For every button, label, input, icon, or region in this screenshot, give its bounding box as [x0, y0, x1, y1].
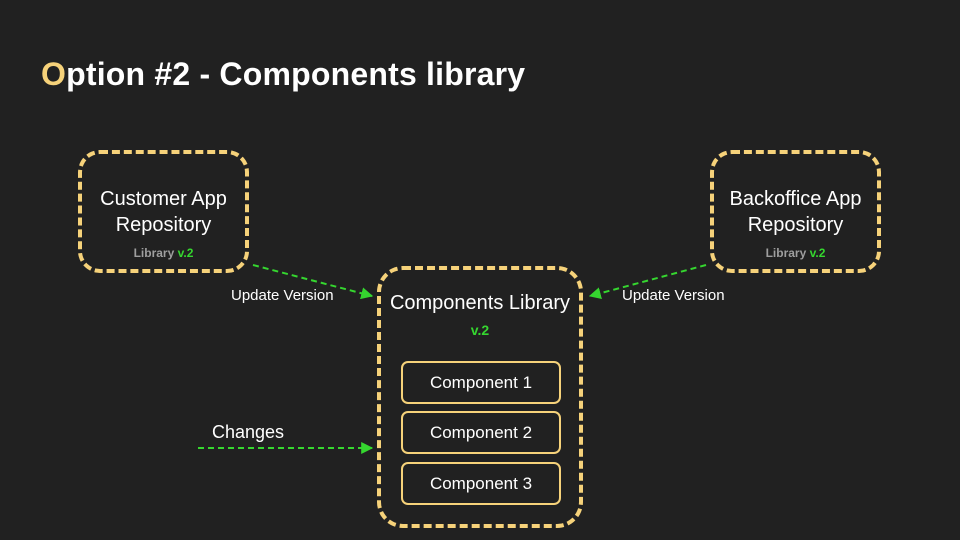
customer-update-version-label: Update Version	[231, 287, 334, 304]
component-1-box: Component 1	[401, 361, 561, 404]
customer-repo-name: Customer App Repository	[100, 188, 227, 236]
title-rest: ption #2 - Components library	[66, 56, 526, 92]
library-name: Components Library v.2	[381, 290, 579, 343]
customer-repo-library-version: Library v.2	[82, 246, 245, 260]
component-3-box: Component 3	[401, 462, 561, 505]
backoffice-repo-library-version: Library v.2	[714, 246, 877, 260]
backoffice-lib-label: Library	[765, 246, 807, 260]
customer-lib-version: v.2	[177, 246, 194, 260]
backoffice-repo-name: Backoffice App Repository	[729, 188, 862, 236]
library-version: v.2	[470, 322, 490, 338]
library-name-text: Components Library	[389, 292, 571, 314]
backoffice-update-version-label: Update Version	[622, 287, 725, 304]
customer-app-repository-box: Customer App Repository Library v.2	[78, 150, 249, 273]
title-first-letter: O	[41, 56, 67, 92]
customer-lib-label: Library	[133, 246, 175, 260]
backoffice-to-library-arrow	[588, 264, 707, 300]
components-library-box: Components Library v.2 Component 1 Compo…	[377, 266, 583, 528]
component-2-box: Component 2	[401, 411, 561, 454]
backoffice-app-repository-box: Backoffice App Repository Library v.2	[710, 150, 881, 273]
changes-label: Changes	[212, 422, 285, 442]
backoffice-lib-version: v.2	[809, 246, 826, 260]
slide-title: Option #2 - Components library	[41, 56, 525, 93]
customer-to-library-arrow	[252, 264, 374, 300]
